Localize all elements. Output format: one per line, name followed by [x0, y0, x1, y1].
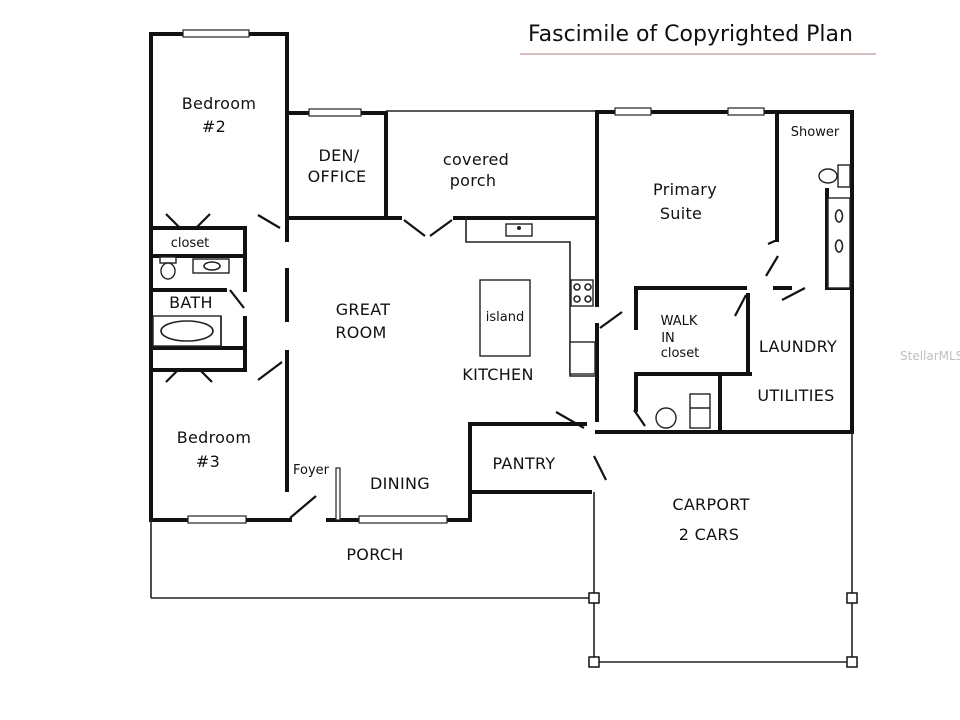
post — [588, 592, 600, 604]
room-label-utilities: UTILITIES — [757, 386, 834, 405]
bath-fixtures — [152, 164, 851, 429]
post — [588, 656, 600, 668]
windows — [182, 29, 765, 524]
labels: Bedroom #2 DEN/ OFFICE covered porch Pri… — [169, 94, 840, 564]
room-label-bedroom3: Bedroom — [177, 428, 251, 447]
room-label-kitchen: KITCHEN — [462, 365, 533, 384]
room-label-covered: covered — [443, 150, 509, 169]
kitchen-fixtures — [465, 218, 596, 377]
fridge-icon — [569, 341, 596, 375]
room-label-dining: DINING — [370, 474, 430, 493]
room-label-room: ROOM — [335, 323, 386, 342]
room-label-closet: closet — [171, 236, 210, 251]
island — [479, 279, 531, 357]
post — [846, 592, 858, 604]
room-label-foyer: Foyer — [293, 463, 330, 478]
room-label-porch-covered: porch — [450, 171, 497, 190]
room-label-suite: Suite — [660, 204, 702, 223]
doors — [165, 213, 806, 521]
vanity-icon — [827, 197, 851, 289]
room-label-cars: 2 CARS — [679, 525, 739, 544]
room-label-den: DEN/ — [319, 146, 360, 165]
room-label-bath: BATH — [169, 293, 213, 312]
watermark: StellarMLS — [900, 349, 960, 363]
room-label-primary: Primary — [653, 180, 717, 199]
toilet-icon — [160, 262, 176, 280]
room-label-bedroom2-num: #2 — [202, 117, 226, 136]
room-label-office: OFFICE — [308, 167, 367, 186]
room-label-great: GREAT — [336, 300, 391, 319]
room-label-pantry: PANTRY — [493, 454, 556, 473]
post — [846, 656, 858, 668]
plan-title: Fascimile of Copyrighted Plan — [528, 22, 853, 47]
room-label-bedroom2: Bedroom — [182, 94, 256, 113]
room-label-porch: PORCH — [346, 545, 403, 564]
toilet-icon — [818, 168, 838, 184]
room-label-bedroom3-num: #3 — [196, 452, 220, 471]
vanity-icon — [192, 258, 230, 274]
room-label-island: island — [486, 310, 524, 325]
porch-carport-outline — [150, 432, 858, 668]
room-label-walk: WALK — [661, 314, 698, 329]
room-label-in: IN — [661, 331, 675, 346]
stove-icon — [570, 279, 594, 307]
water-heater-icon — [689, 393, 711, 429]
room-label-shower: Shower — [791, 125, 840, 140]
room-label-carport: CARPORT — [672, 495, 749, 514]
room-label-walk-closet: closet — [661, 346, 700, 361]
toilet-icon — [655, 407, 677, 429]
room-label-laundry: LAUNDRY — [759, 337, 837, 356]
